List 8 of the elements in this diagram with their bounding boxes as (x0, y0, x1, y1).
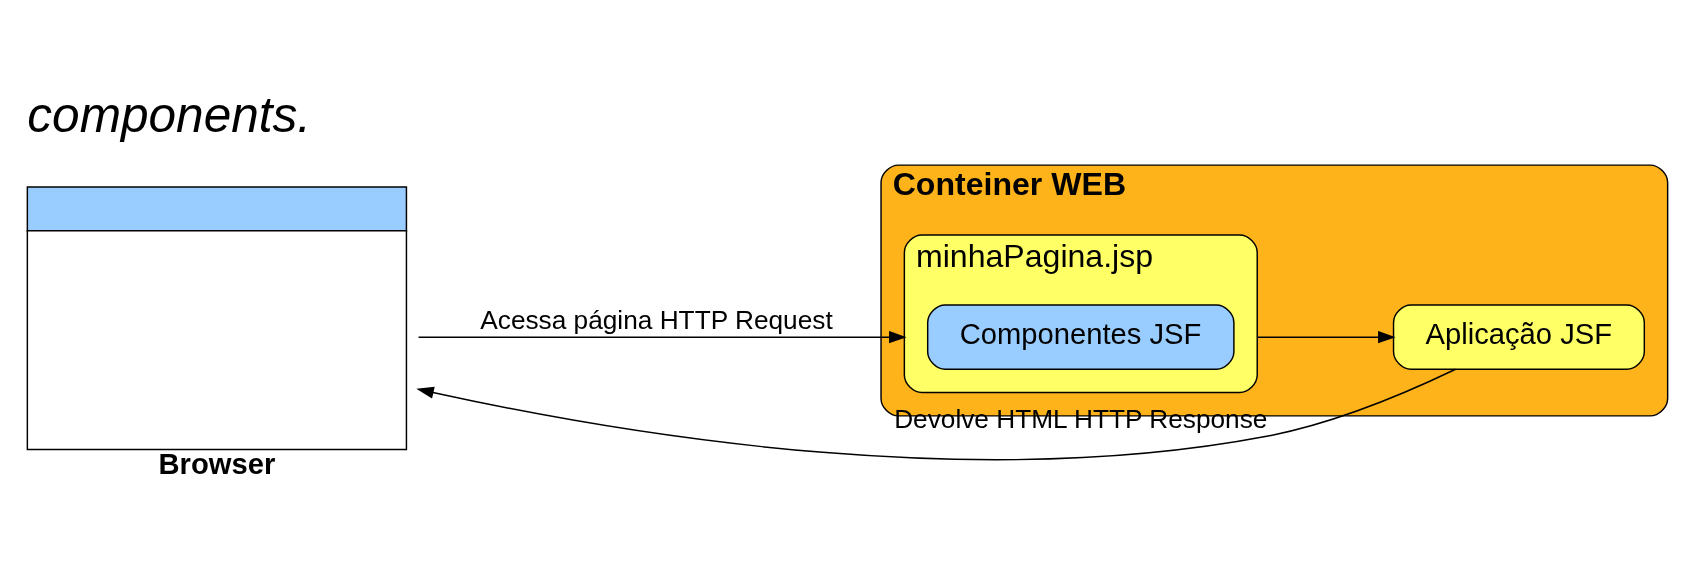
node-box: Componentes JSF (926, 304, 1235, 370)
node-label: Browser (158, 448, 276, 481)
arrow (1256, 331, 1396, 344)
diagram-title: components. (27, 86, 312, 143)
arrow (417, 331, 907, 344)
node-box: Aplicação JSF (1392, 304, 1646, 370)
edge-label: Acessa página HTTP Request (480, 304, 833, 335)
arrow (416, 368, 1457, 461)
